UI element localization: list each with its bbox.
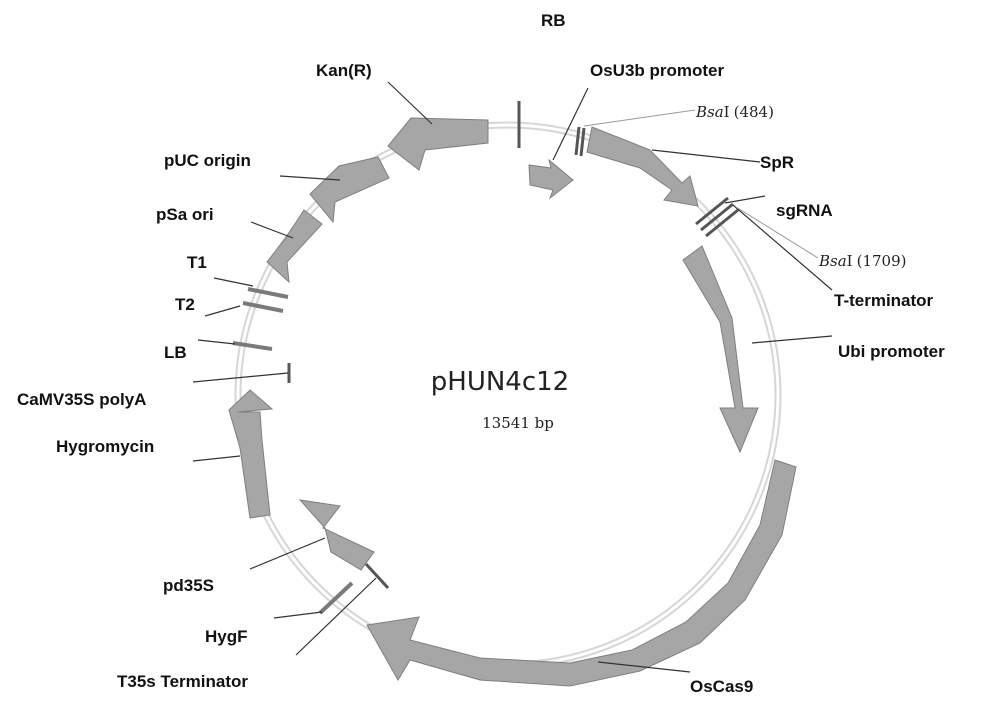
pd35s-label: pd35S [163,576,214,595]
feature-labels: RB OsU3b promoter Kan(R) pUC origin pSa … [17,11,945,696]
osu3b-promoter-arrow [528,158,574,200]
t1-mark [247,287,289,299]
ubi-promoter-label: Ubi promoter [838,342,945,361]
bsai-484-suffix: I [724,103,730,121]
kan-r-arrow [387,117,489,171]
lb-mark [232,341,273,351]
t2-mark [242,301,284,313]
oscas9-label: OsCas9 [690,677,753,696]
spr-arrow [586,126,699,207]
kan-r-leader [387,81,433,125]
sgrna-mark-c [705,208,739,238]
puc-origin-arrow [309,156,390,224]
feature-arrows [228,117,797,687]
t1-label: T1 [187,253,207,272]
ubi-promoter-leader [751,335,833,344]
psa-ori-leader [250,221,294,239]
kan-r-label: Kan(R) [316,61,372,80]
hygf-mark [318,581,354,615]
t35s-terminator-label: T35s Terminator [117,672,248,691]
plasmid-name: pHUN4c12 [431,367,569,397]
spr-label: SpR [760,153,794,172]
hygromycin-leader [192,455,241,462]
leader-lines [192,81,833,673]
sgrna-mark-b [700,202,734,232]
site-marks [232,101,739,615]
bsai-484-position: (484) [734,103,774,121]
psa-ori-arrow [266,209,323,284]
camv35s-polya-label: CaMV35S polyA [17,390,146,409]
hygf-leader [273,611,323,619]
bsai-1709-position: (1709) [857,252,907,270]
t35s-terminator-mark [364,562,390,590]
t35s-leader [295,577,377,656]
lb-leader [197,339,236,345]
t-terminator-label: T-terminator [834,291,934,310]
sgrna-mark-a [695,196,729,226]
rb-label: RB [541,11,566,30]
camv35s-leader [192,372,289,383]
t1-leader [213,277,254,287]
bsai-1709-enzyme: Bsa [818,252,847,270]
bsai-484-mark-a [574,126,581,156]
t2-leader [204,305,241,317]
restriction-site-labels: BsaI(484) BsaI(1709) [695,103,907,270]
oscas9-arrow [366,459,797,687]
pd35s-arrow [298,499,375,571]
bsai-1709-leader [735,206,819,259]
bsai-484-leader [583,109,696,127]
bsai-484-label: BsaI(484) [695,103,774,121]
oscas9-leader [597,661,691,673]
osu3b-leader [552,87,589,161]
ubi-promoter-arrow [682,245,759,454]
plasmid-size: 13541 bp [482,414,554,432]
lb-label: LB [164,343,187,362]
sgrna-label: sgRNA [776,201,833,220]
psa-ori-label: pSa ori [156,205,214,224]
pd35s-leader [249,537,326,570]
hygromycin-label: Hygromycin [56,437,154,456]
sgrna-leader [724,195,766,204]
osu3b-promoter-label: OsU3b promoter [590,61,725,80]
spr-leader [651,149,761,163]
bsai-484-mark-b [579,127,586,157]
hygromycin-arrow [228,389,274,519]
bsai-484-enzyme: Bsa [695,103,724,121]
bsai-1709-label: BsaI(1709) [818,252,907,270]
puc-origin-leader [279,175,341,181]
t2-label: T2 [175,295,195,314]
bsai-1709-suffix: I [847,252,853,270]
hygf-label: HygF [205,627,248,646]
t-terminator-leader [732,204,833,291]
puc-origin-label: pUC origin [164,151,251,170]
